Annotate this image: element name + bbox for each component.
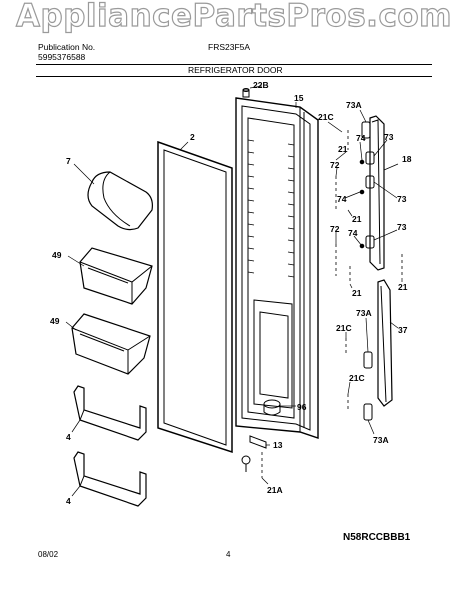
- drawing-code: N58RCCBBB1: [343, 532, 411, 543]
- callout-73a-bot: 73A: [373, 435, 389, 445]
- footer-date: 08/02: [38, 550, 59, 559]
- callout-21-3: 21: [352, 288, 362, 298]
- callout-4-2: 4: [66, 496, 71, 506]
- door-handle: [377, 279, 393, 407]
- watermark: AppliancePartsPros.com: [15, 0, 452, 35]
- callout-73-3: 73: [397, 222, 407, 232]
- door-gasket: [157, 140, 233, 454]
- callout-21c-low: 21C: [349, 373, 365, 383]
- publication-label: Publication No.: [38, 42, 96, 52]
- callout-73-1: 73: [384, 132, 394, 142]
- screw-guides: [261, 130, 403, 478]
- callout-73a-mid: 73A: [356, 308, 372, 318]
- callout-22b: 22B: [253, 80, 269, 90]
- door-shelf-upper: [73, 385, 147, 441]
- door-shelf-lower: [73, 451, 147, 507]
- callout-15: 15: [294, 93, 304, 103]
- callout-74-1: 74: [356, 133, 366, 143]
- header-rule-top: [36, 64, 432, 65]
- door-bin-lower: [71, 313, 151, 375]
- callout-21c-mid: 21C: [336, 323, 352, 333]
- callout-18: 18: [402, 154, 412, 164]
- callout-72-1: 72: [330, 160, 340, 170]
- header-rule-bottom: [36, 76, 432, 77]
- callout-96: 96: [297, 402, 307, 412]
- callout-21a: 21A: [267, 485, 283, 495]
- publication-number: 5995376588: [38, 52, 86, 62]
- callout-74-2: 74: [337, 194, 347, 204]
- dairy-door: [87, 171, 153, 231]
- cap-22b: [242, 88, 250, 98]
- callout-73-2: 73: [397, 194, 407, 204]
- callout-49-1: 49: [52, 250, 62, 260]
- callout-37: 37: [398, 325, 408, 335]
- footer-page-number: 4: [226, 550, 231, 559]
- handle-trim: [369, 115, 385, 271]
- callout-74-3: 74: [348, 228, 358, 238]
- callout-7: 7: [66, 156, 71, 166]
- leader-lines: [65, 85, 403, 497]
- callout-4-1: 4: [66, 432, 71, 442]
- callout-13: 13: [273, 440, 283, 450]
- callout-72-2: 72: [330, 224, 340, 234]
- callout-21-1: 21: [338, 144, 348, 154]
- callout-21-4: 21: [398, 282, 408, 292]
- door-liner: [235, 97, 319, 439]
- bottom-hinge-parts: [241, 399, 281, 472]
- callout-21-2: 21: [352, 214, 362, 224]
- model-number: FRS23F5A: [208, 42, 251, 52]
- callout-2: 2: [190, 132, 195, 142]
- callout-49-2: 49: [50, 316, 60, 326]
- callout-21c-top: 21C: [318, 112, 334, 122]
- callout-73a-top: 73A: [346, 100, 362, 110]
- section-title: REFRIGERATOR DOOR: [188, 65, 283, 75]
- door-bin-upper: [79, 247, 153, 305]
